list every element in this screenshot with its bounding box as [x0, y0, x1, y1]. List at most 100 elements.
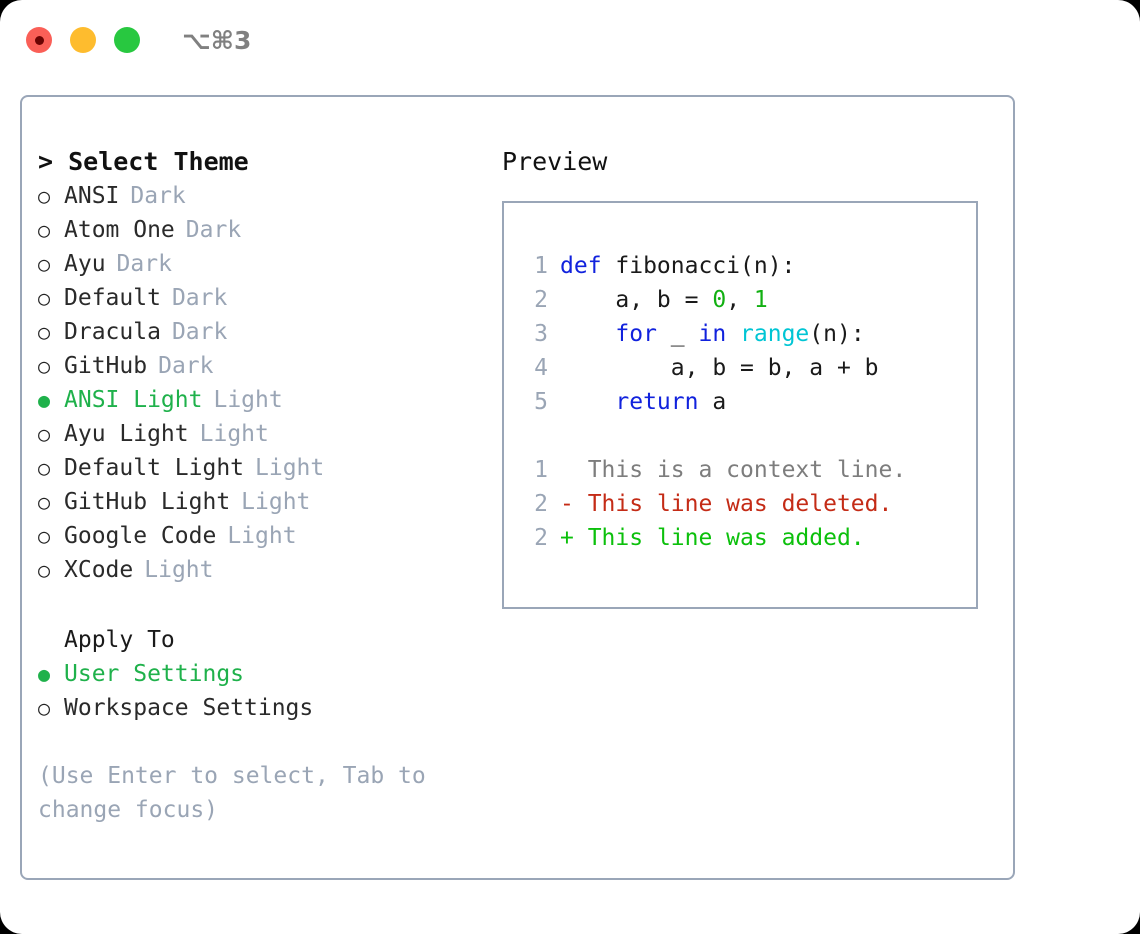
code-token: for	[615, 321, 657, 347]
theme-option-label: ANSI Light	[64, 387, 203, 413]
zoom-button-icon[interactable]	[114, 27, 140, 53]
code-token: a, b = b, a + b	[560, 355, 879, 381]
diff-text: This line was deleted.	[587, 491, 893, 517]
theme-option-label: Google Code	[64, 523, 217, 549]
apply-to-heading: Apply To	[64, 627, 175, 653]
theme-option-label: Ayu	[64, 251, 106, 277]
theme-variant-badge: Light	[241, 489, 311, 515]
keyboard-shortcut-label: ⌥⌘3	[182, 25, 252, 55]
theme-option-row[interactable]: ○ Default Dark	[38, 281, 508, 315]
theme-option-label: Default Light	[64, 455, 245, 481]
diff-sample: 1 This is a context line. 2- This line wa…	[504, 453, 976, 555]
theme-variant-badge: Light	[213, 387, 283, 413]
code-token: in	[698, 321, 727, 347]
theme-variant-badge: Dark	[158, 353, 214, 379]
code-line: 4 a, b = b, a + b	[504, 351, 976, 385]
line-number: 1	[534, 457, 548, 483]
radio-unselected-icon: ○	[38, 422, 51, 446]
diff-line: 1 This is a context line.	[504, 453, 976, 487]
line-number: 1	[534, 253, 548, 279]
code-token: 0	[712, 287, 727, 313]
code-line: 5 return a	[504, 385, 976, 419]
window-controls	[26, 27, 140, 53]
theme-variant-badge: Light	[227, 523, 297, 549]
theme-option-label: XCode	[64, 557, 134, 583]
radio-unselected-icon: ○	[38, 184, 51, 208]
radio-unselected-icon: ○	[38, 490, 51, 514]
code-token: _	[656, 321, 699, 347]
preview-heading: Preview	[502, 147, 608, 176]
keyboard-hint-text: (Use Enter to select, Tab to change focu…	[38, 763, 440, 823]
select-theme-heading: > Select Theme	[38, 147, 249, 176]
theme-variant-badge: Dark	[171, 285, 228, 311]
code-token	[726, 321, 740, 347]
radio-unselected-icon: ○	[38, 696, 51, 720]
code-line: 2 a, b = 0, 1	[504, 283, 976, 317]
code-text: return a	[560, 385, 726, 419]
radio-unselected-icon: ○	[38, 558, 51, 582]
window-titlebar: ⌥⌘3	[0, 0, 1140, 80]
code-line: 3 for _ in range(n):	[504, 317, 976, 351]
radio-unselected-icon: ○	[38, 456, 51, 480]
theme-variant-badge: Dark	[171, 319, 228, 345]
apply-to-option-label: Workspace Settings	[64, 695, 314, 721]
line-number: 2	[534, 287, 548, 313]
minimize-button-icon[interactable]	[70, 27, 96, 53]
close-button-icon[interactable]	[26, 27, 52, 53]
theme-variant-badge: Light	[255, 455, 325, 481]
radio-selected-icon: ●	[38, 662, 51, 686]
code-token: (n):	[809, 321, 865, 347]
radio-unselected-icon: ○	[38, 218, 51, 242]
diff-text: This line was added.	[587, 525, 865, 551]
theme-variant-badge: Light	[144, 557, 214, 583]
diff-line: 2 + This line was added.	[504, 521, 976, 555]
code-token	[560, 389, 615, 415]
code-token: 1	[753, 287, 768, 313]
code-text: def fibonacci(n):	[560, 249, 795, 283]
theme-option-label: Default	[64, 285, 161, 311]
code-token: a	[698, 389, 727, 415]
theme-option-row[interactable]: ○ Default Light Light	[38, 451, 508, 485]
code-token: def	[560, 253, 602, 279]
diff-sign	[560, 453, 588, 487]
radio-unselected-icon: ○	[38, 320, 51, 344]
apply-to-option-label: User Settings	[64, 661, 245, 687]
diff-sign: +	[560, 525, 588, 551]
theme-option-row[interactable]: ○ GitHub Light Light	[38, 485, 508, 519]
code-token: range	[740, 321, 810, 347]
code-text: a, b = b, a + b	[560, 351, 879, 385]
code-token	[560, 321, 615, 347]
theme-variant-badge: Dark	[185, 217, 242, 243]
radio-unselected-icon: ○	[38, 524, 51, 548]
line-number: 2	[534, 525, 548, 551]
theme-option-label: GitHub Light	[64, 489, 231, 515]
radio-unselected-icon: ○	[38, 354, 51, 378]
line-number: 4	[534, 355, 548, 381]
theme-variant-badge: Dark	[116, 251, 172, 277]
theme-option-row[interactable]: ○ XCode Light	[38, 553, 508, 587]
code-token: a, b =	[560, 287, 713, 313]
theme-option-row[interactable]: ○ Google Code Light	[38, 519, 508, 553]
theme-option-label: Ayu Light	[64, 421, 189, 447]
code-text: a, b = 0, 1	[560, 283, 768, 317]
apply-to-option-row[interactable]: ○ Workspace Settings	[38, 691, 508, 725]
diff-text: This is a context line.	[587, 457, 907, 483]
code-text: for _ in range(n):	[560, 317, 865, 351]
diff-sign: -	[560, 491, 588, 517]
line-number: 5	[534, 389, 548, 415]
apply-to-option-row[interactable]: ● User Settings	[38, 657, 508, 691]
line-number: 2	[534, 491, 548, 517]
radio-unselected-icon: ○	[38, 286, 51, 310]
